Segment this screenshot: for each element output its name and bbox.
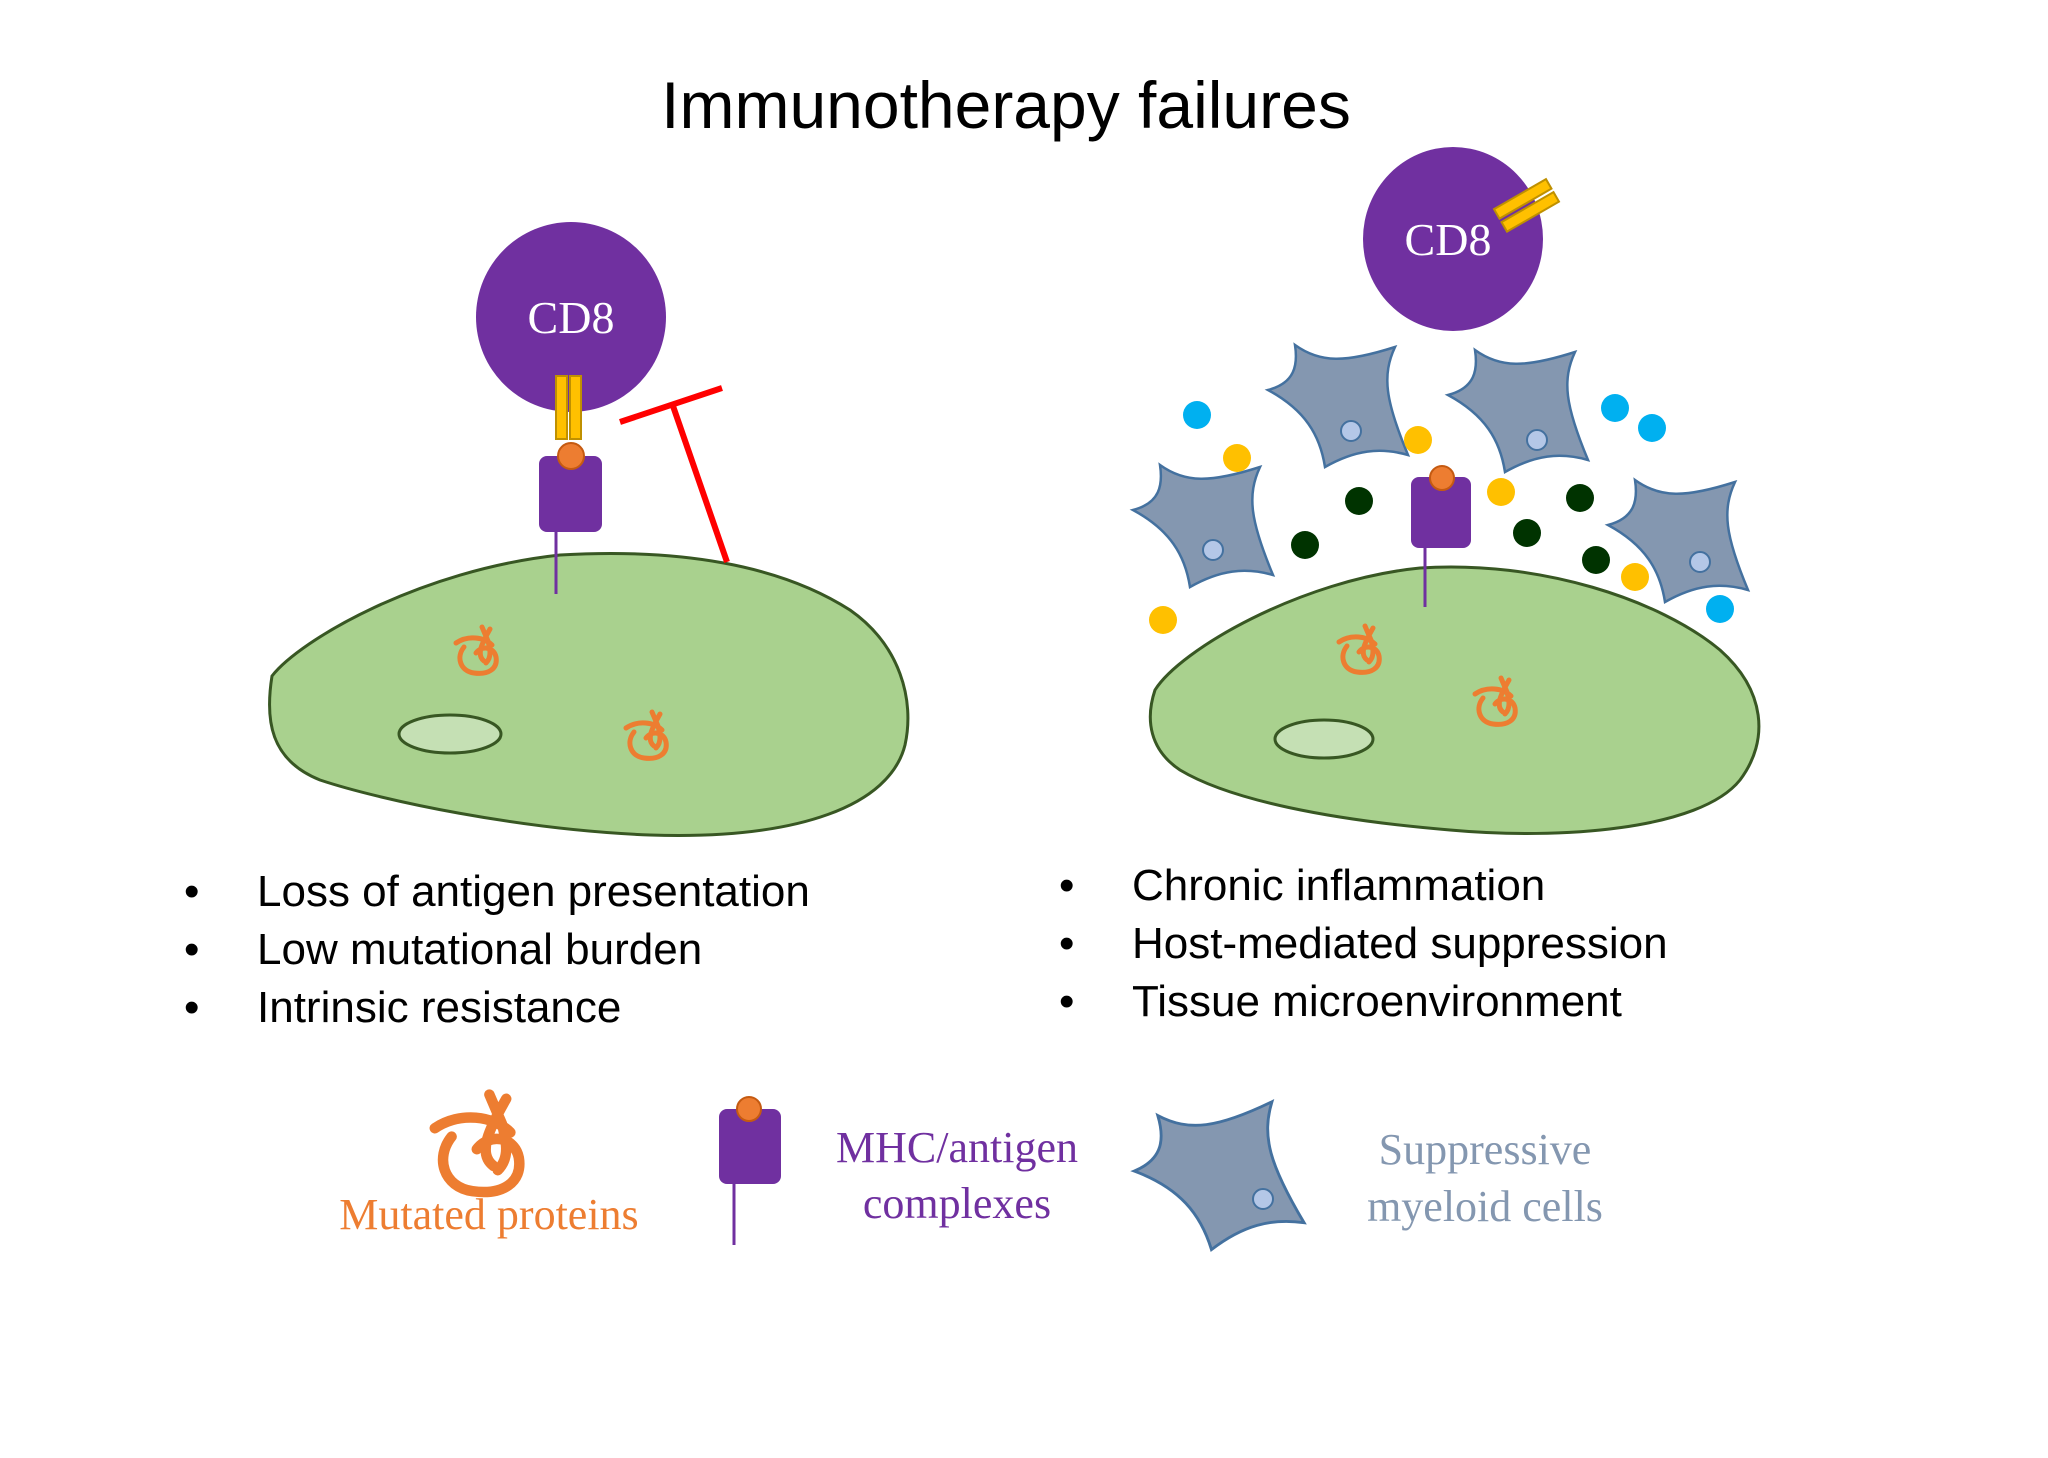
legend-antigen-dot [736, 1096, 762, 1122]
right-bullet-list: • Chronic inflammation • Host-mediated s… [1059, 861, 1668, 1026]
bullet-marker: • [184, 983, 199, 1032]
right-bullet-2: Host-mediated suppression [1132, 919, 1668, 968]
cytokine-blue [1706, 595, 1734, 623]
left-tcr-bar-2 [569, 375, 582, 440]
legend-mutated-label: Mutated proteins [339, 1190, 638, 1239]
legend-mhc-label-1: MHC/antigen [836, 1123, 1078, 1172]
bullet-marker: • [1059, 861, 1074, 910]
cytokine-yellow [1149, 606, 1177, 634]
left-bullet-3: Intrinsic resistance [257, 983, 621, 1032]
right-mhc-complex [1411, 477, 1471, 548]
myeloid-cell-2 [1266, 343, 1410, 469]
inhibition-stem [670, 405, 730, 563]
cytokine-yellow [1404, 426, 1432, 454]
right-antigen-dot [1429, 465, 1455, 491]
left-bullet-2: Low mutational burden [257, 925, 702, 974]
right-tumor-nucleus [1273, 718, 1375, 760]
cytokine-blue [1601, 394, 1629, 422]
page-title: Immunotherapy failures [661, 68, 1351, 142]
legend-myeloid-label-1: Suppressive [1379, 1125, 1592, 1174]
left-cd8-label: CD8 [528, 292, 615, 343]
left-tumor-nucleus [397, 713, 503, 755]
legend-myeloid-icon [1125, 1095, 1308, 1261]
myeloid-nucleus [1689, 551, 1711, 573]
cytokine-blue [1638, 414, 1666, 442]
right-bullet-1: Chronic inflammation [1132, 861, 1545, 910]
legend: Mutated proteins MHC/antigen complexes S… [339, 1095, 1603, 1261]
bullet-marker: • [1059, 977, 1074, 1026]
left-tcr-bar-1 [555, 375, 568, 440]
left-panel: CD8 • Loss of antigen presentation • Low… [184, 222, 910, 1032]
legend-mhc-icon [719, 1109, 781, 1184]
cytokine-yellow [1487, 478, 1515, 506]
left-tumor-cell [268, 552, 910, 837]
bullet-marker: • [184, 867, 199, 916]
right-panel: CD8 • Chronic inflammation • Host-mediat… [1059, 147, 1761, 1026]
left-bullet-list: • Loss of antigen presentation • Low mut… [184, 867, 810, 1032]
left-bullet-1: Loss of antigen presentation [257, 867, 810, 916]
legend-mutated-icon [435, 1095, 520, 1192]
left-antigen-dot [557, 442, 585, 470]
right-bullet-3: Tissue microenvironment [1132, 977, 1622, 1026]
right-tcr [1492, 177, 1561, 234]
legend-myeloid-nucleus [1252, 1188, 1274, 1210]
legend-myeloid-label-2: myeloid cells [1367, 1182, 1603, 1231]
cytokine-dark [1291, 531, 1319, 559]
inhibition-bar [619, 385, 723, 425]
cytokine-dark [1582, 546, 1610, 574]
cytokine-dark [1513, 519, 1541, 547]
cytokine-dark [1345, 487, 1373, 515]
right-tcr-bar-1 [1492, 177, 1553, 221]
cytokine-yellow [1621, 563, 1649, 591]
right-cd8-cell [1363, 147, 1543, 331]
cytokine-yellow [1223, 444, 1251, 472]
bullet-marker: • [184, 925, 199, 974]
right-tumor-cell [1148, 565, 1761, 835]
myeloid-cell-3 [1446, 348, 1590, 474]
cytokine-blue [1183, 401, 1211, 429]
myeloid-cell-1 [1131, 463, 1275, 589]
myeloid-nucleus [1340, 420, 1362, 442]
left-cd8-cell [476, 222, 666, 412]
left-mhc-complex [539, 456, 602, 532]
cytokine-dark [1566, 484, 1594, 512]
bullet-marker: • [1059, 919, 1074, 968]
legend-mhc-label-2: complexes [863, 1179, 1051, 1228]
right-cd8-label: CD8 [1405, 214, 1492, 265]
right-tcr-bar-2 [1500, 190, 1561, 234]
myeloid-nucleus [1202, 539, 1224, 561]
myeloid-nucleus [1526, 429, 1548, 451]
